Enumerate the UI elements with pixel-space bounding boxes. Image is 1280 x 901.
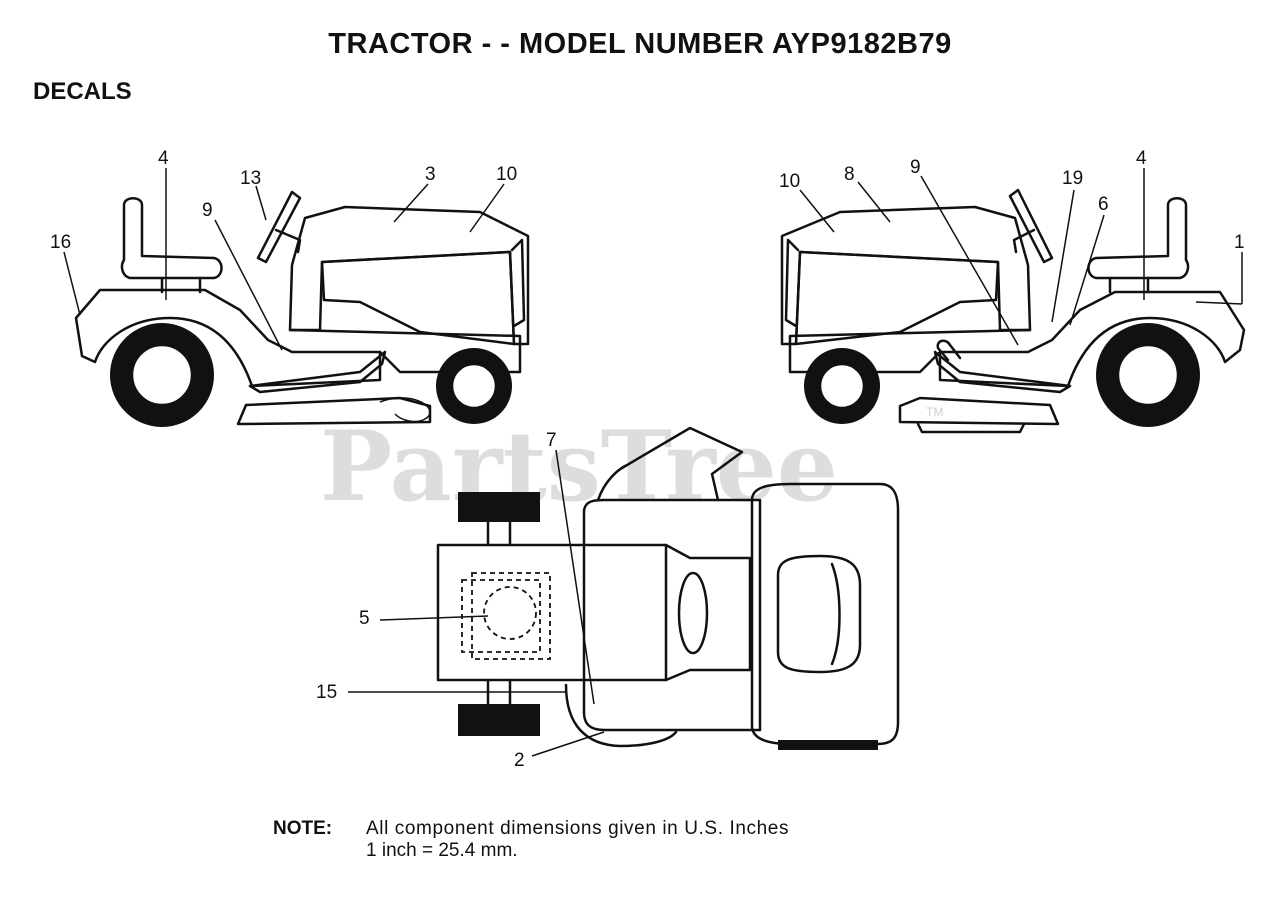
hood bbox=[780, 205, 1032, 346]
right-view-leaders bbox=[799, 168, 1243, 346]
left-view-callouts: 16 4 13 9 3 10 bbox=[50, 148, 517, 253]
leader-line bbox=[857, 181, 891, 223]
leader-line bbox=[1069, 214, 1105, 326]
callout-9: 9 bbox=[910, 157, 921, 178]
steering-wheel bbox=[256, 190, 302, 264]
callout-10: 10 bbox=[779, 171, 800, 192]
tractor-right-side-view bbox=[780, 188, 1246, 434]
grille bbox=[784, 238, 800, 328]
mower-deck bbox=[898, 396, 1060, 426]
footrest bbox=[248, 350, 387, 394]
leader-line bbox=[393, 183, 429, 223]
note-label: NOTE: bbox=[273, 818, 333, 839]
front-wheel-hub bbox=[450, 362, 498, 410]
leader-line bbox=[555, 449, 595, 705]
callout-1: 1 bbox=[1234, 232, 1245, 253]
diagram-title: TRACTOR - - MODEL NUMBER AYP9182B79 bbox=[328, 28, 952, 60]
leader-line bbox=[920, 175, 1019, 346]
decal-area bbox=[471, 572, 551, 660]
callout-8: 8 bbox=[844, 164, 855, 185]
right-view-callouts: 10 8 9 19 4 6 1 bbox=[779, 148, 1245, 253]
callout-9: 9 bbox=[202, 200, 213, 221]
discharge-chute bbox=[916, 422, 1026, 434]
top-view-leaders bbox=[348, 449, 605, 757]
callout-10: 10 bbox=[496, 164, 517, 185]
leader-line bbox=[1051, 189, 1075, 323]
mower-deck bbox=[236, 396, 432, 426]
callout-16: 16 bbox=[50, 232, 71, 253]
callout-4: 4 bbox=[1136, 148, 1147, 169]
leader-line bbox=[63, 251, 81, 316]
leader-line bbox=[531, 731, 605, 757]
leader-line bbox=[469, 183, 505, 233]
leader-line bbox=[255, 185, 267, 221]
watermark-trademark: TM bbox=[926, 405, 943, 419]
decal-area bbox=[461, 579, 541, 653]
headlight-panel bbox=[776, 554, 862, 674]
callout-7: 7 bbox=[546, 430, 557, 451]
seat bbox=[120, 197, 223, 280]
callout-6: 6 bbox=[1098, 194, 1109, 215]
steering-column bbox=[274, 228, 302, 254]
hood bbox=[750, 482, 900, 746]
grille bbox=[510, 238, 526, 328]
note-line-1: All component dimensions given in U.S. I… bbox=[366, 818, 790, 839]
steering-wheel bbox=[1008, 188, 1054, 264]
rear-fender bbox=[582, 498, 762, 732]
callout-3: 3 bbox=[425, 164, 436, 185]
callout-5: 5 bbox=[359, 608, 370, 629]
callout-2: 2 bbox=[514, 750, 525, 771]
hood-ridge bbox=[830, 562, 841, 666]
leader-line bbox=[1195, 301, 1243, 305]
steering-wheel bbox=[677, 571, 709, 655]
rear-tire bbox=[458, 704, 540, 736]
callout-4: 4 bbox=[158, 148, 169, 169]
top-view-callouts: 7 5 15 2 bbox=[316, 430, 557, 771]
rear-tire bbox=[458, 492, 540, 522]
decal-circle bbox=[483, 586, 537, 640]
dash bbox=[664, 543, 752, 682]
note-line-2: 1 inch = 25.4 mm. bbox=[366, 840, 518, 861]
leader-line bbox=[799, 189, 835, 233]
hood-side-panel bbox=[320, 250, 516, 346]
leader-line bbox=[214, 219, 283, 351]
tractor-left-side-view bbox=[74, 190, 530, 427]
chassis bbox=[788, 328, 1032, 374]
section-heading: DECALS bbox=[33, 78, 132, 105]
hood-side-panel bbox=[794, 250, 1000, 346]
seat-pan bbox=[436, 543, 668, 682]
chassis bbox=[288, 328, 522, 374]
leader-line bbox=[379, 615, 489, 621]
left-view-leaders bbox=[63, 168, 505, 351]
lift-lever bbox=[936, 339, 962, 362]
rear-wheel-hub bbox=[130, 343, 194, 407]
callout-15: 15 bbox=[316, 682, 337, 703]
rear-wheel-hub bbox=[1116, 343, 1180, 407]
mower-deck-outline bbox=[564, 683, 678, 748]
mower-deck-outline bbox=[596, 464, 627, 502]
steering-column bbox=[1012, 228, 1036, 254]
footrest bbox=[933, 350, 1072, 394]
front-wheel-hub bbox=[818, 362, 866, 410]
callout-19: 19 bbox=[1062, 168, 1083, 189]
hood bbox=[288, 205, 530, 346]
callout-13: 13 bbox=[240, 168, 261, 189]
front-bumper bbox=[778, 740, 878, 750]
discharge-chute bbox=[620, 426, 744, 502]
discharge-chute bbox=[379, 397, 431, 423]
